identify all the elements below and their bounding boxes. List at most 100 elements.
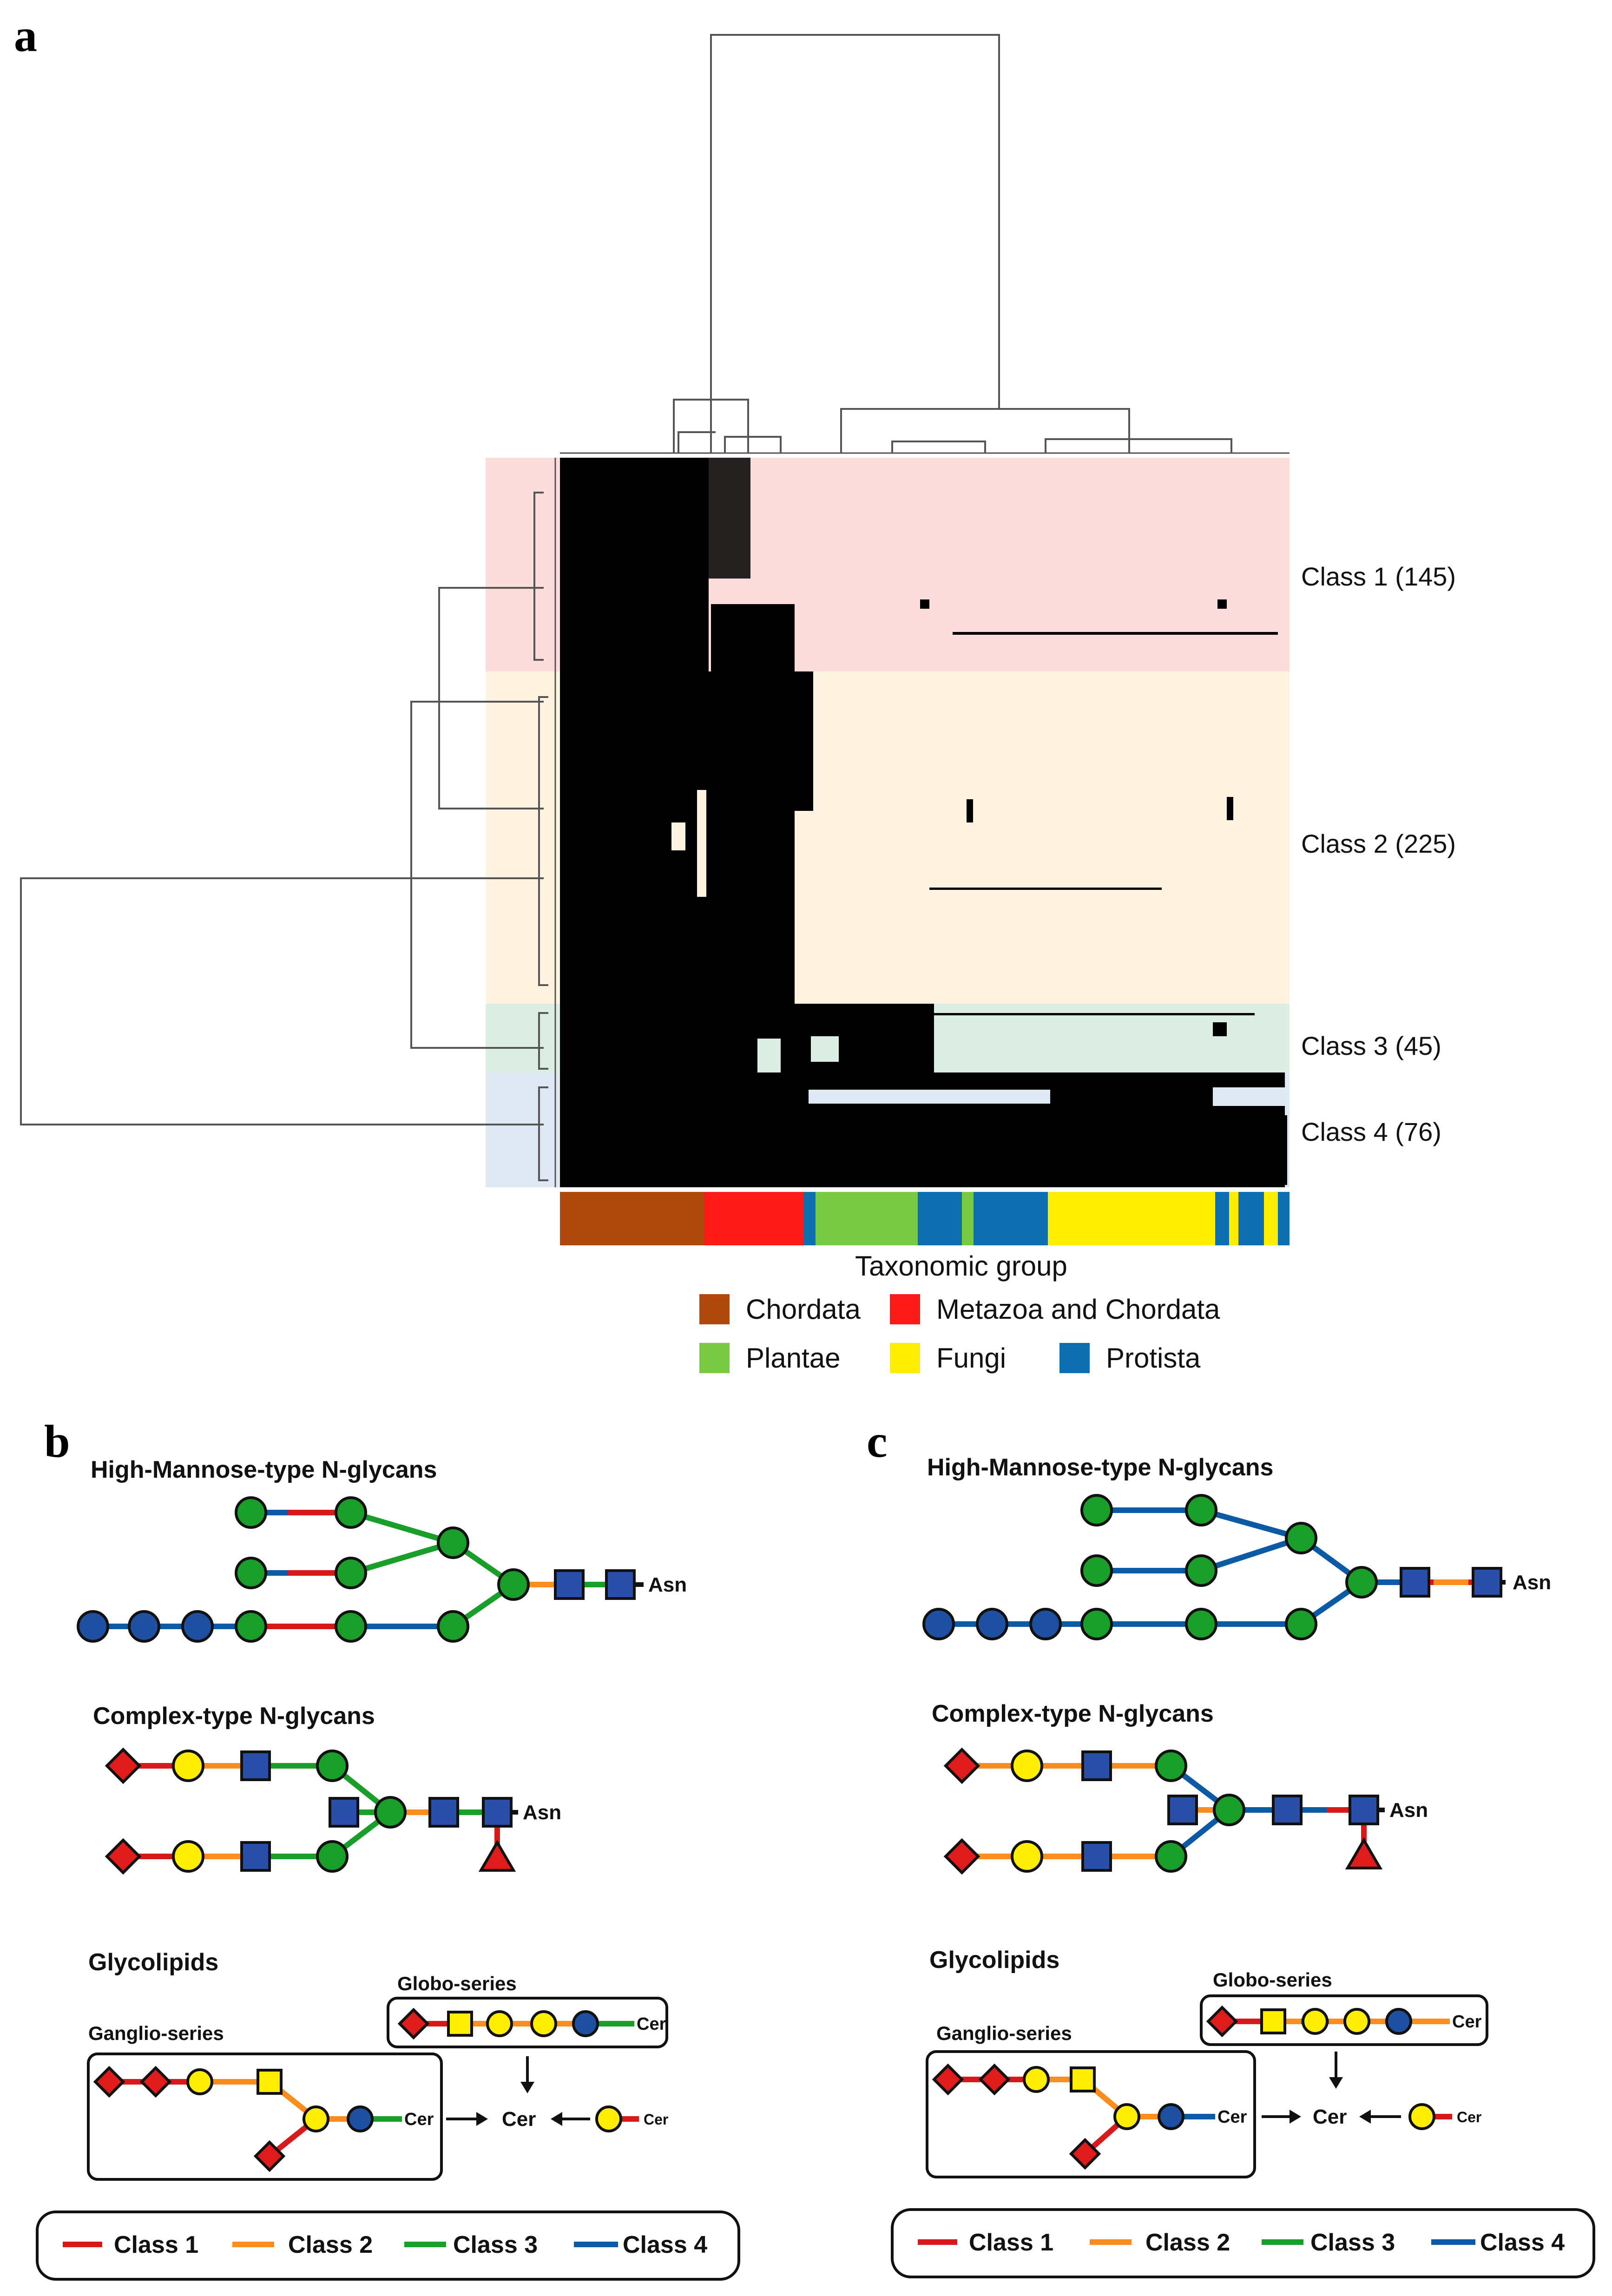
b-cer-center: Cer — [502, 2108, 536, 2131]
glcnac-icon — [605, 1569, 636, 1600]
taxonomy-metazoa — [704, 1192, 804, 1245]
legend-label-protista: Protista — [1106, 1342, 1201, 1374]
c-ganglio-cer: Cer — [1217, 2107, 1247, 2127]
taxonomy-bar — [560, 1192, 1290, 1245]
galactose-icon — [595, 2105, 622, 2132]
mannose-icon — [235, 1496, 267, 1529]
galactose-icon — [303, 2105, 329, 2132]
taxonomy-chordata — [560, 1192, 704, 1245]
taxonomy-protista-6 — [1278, 1192, 1290, 1245]
galactose-icon — [1023, 2066, 1050, 2093]
mannose-icon — [1285, 1608, 1317, 1640]
sialic-acid-icon — [978, 2063, 1011, 2096]
sialic-acid-icon — [253, 2140, 286, 2172]
c-globo-label: Globo-series — [1213, 1969, 1332, 1991]
arrow-left-icon — [551, 2112, 562, 2126]
mannose-icon — [1080, 1608, 1113, 1640]
galactose-icon — [530, 2010, 557, 2037]
heatmap-block-1b — [709, 458, 750, 579]
b-complex-title: Complex-type N-glycans — [93, 1703, 375, 1730]
mannose-icon — [1185, 1608, 1217, 1640]
galactose-icon — [1011, 1750, 1043, 1782]
b-complex-symbols — [105, 1747, 516, 1875]
fucose-icon — [1345, 1837, 1383, 1869]
heatmap-block-2b — [795, 671, 813, 811]
b-legend-label-class-1: Class 1 — [114, 2231, 198, 2258]
galnac-icon — [1070, 2066, 1096, 2092]
mannose-icon — [1155, 1750, 1187, 1782]
c-high-mannose-symbols — [922, 1494, 1502, 1640]
arrow-right-icon — [1290, 2110, 1301, 2124]
c-complex-symbols — [943, 1747, 1383, 1875]
heatmap-gap-4 — [809, 1090, 1050, 1104]
c-cer-small: Cer — [1457, 2109, 1481, 2125]
galactose-icon — [1343, 2008, 1370, 2035]
heatmap-line-2 — [929, 888, 1162, 890]
mannose-icon — [1285, 1522, 1317, 1554]
b-cer-small: Cer — [644, 2111, 668, 2128]
glucose-blue-icon — [922, 1608, 955, 1640]
b-globo-label: Globo-series — [397, 1973, 517, 1994]
galactose-icon — [172, 1750, 204, 1782]
fucose-icon — [478, 1840, 516, 1872]
mannose-icon — [316, 1840, 349, 1873]
b-globo-box — [387, 1997, 668, 2048]
b-class-legend-box — [36, 2210, 740, 2281]
b-ganglio-label: Ganglio-series — [88, 2022, 224, 2044]
mannose-icon — [1185, 1554, 1217, 1587]
galactose-icon — [1113, 2103, 1140, 2130]
heatmap-speck-3 — [1217, 599, 1227, 609]
sialic-acid-icon — [1206, 2005, 1238, 2038]
panel-b-label: b — [44, 1415, 70, 1467]
sialic-acid-icon — [105, 1838, 142, 1875]
taxonomy-protista-2 — [918, 1192, 962, 1245]
b-class-legend: Class 1 Class 2 Class 3 Class 4 — [63, 2231, 707, 2258]
glcnac-icon — [1081, 1841, 1112, 1872]
mannose-icon — [335, 1610, 367, 1643]
galactose-icon — [186, 2068, 213, 2095]
glucose-blue-icon — [572, 2010, 599, 2037]
class-2-label: Class 2 (225) — [1301, 829, 1456, 858]
mannose-icon — [374, 1796, 407, 1829]
c-cer-arrows — [1262, 2052, 1401, 2124]
sialic-acid-icon — [105, 1747, 142, 1784]
taxonomy-fungi — [1048, 1192, 1215, 1245]
galnac-icon — [1260, 2008, 1286, 2034]
heatmap-gap-2b — [697, 790, 706, 897]
heatmap-gap-4b — [1213, 1087, 1287, 1106]
mannose-icon — [235, 1557, 267, 1589]
sialic-acid-icon — [139, 2066, 172, 2098]
mannose-icon — [437, 1610, 469, 1643]
class-1-label: Class 1 (145) — [1301, 562, 1456, 591]
taxonomy-plantae — [816, 1192, 918, 1245]
heatmap-speck-4 — [920, 599, 929, 609]
mannose-icon — [316, 1750, 349, 1782]
glcnac-icon — [240, 1841, 271, 1872]
mannose-icon — [335, 1496, 367, 1529]
glcnac-icon — [482, 1797, 513, 1828]
row-dendrogram — [20, 458, 556, 1187]
c-ganglio-symbols — [932, 2063, 1184, 2170]
legend-label-plantae: Plantae — [746, 1342, 841, 1374]
galactose-icon — [172, 1840, 204, 1873]
mannose-icon — [1155, 1840, 1187, 1873]
glcnac-icon — [428, 1797, 459, 1828]
b-high-mannose-symbols — [77, 1496, 636, 1643]
c-ganglio-box — [926, 2050, 1256, 2178]
b-high-mannose-title: High-Mannose-type N-glycans — [91, 1456, 437, 1483]
heatmap-line-1 — [953, 632, 1278, 635]
mannose-icon — [1080, 1494, 1113, 1526]
c-legend-label-class-4: Class 4 — [1480, 2229, 1565, 2256]
mannose-icon — [1213, 1794, 1245, 1826]
legend-label-metazoa: Metazoa and Chordata — [936, 1294, 1220, 1325]
c-globo-box — [1200, 1994, 1488, 2046]
mannose-icon — [497, 1568, 530, 1601]
heatmap-block-1 — [560, 458, 709, 671]
legend-swatch-fungi — [890, 1343, 920, 1373]
taxonomy-protista-1 — [804, 1192, 816, 1245]
c-legend-label-class-2: Class 2 — [1145, 2229, 1230, 2256]
galactose-icon — [1408, 2103, 1435, 2130]
glucose-blue-icon — [128, 1610, 160, 1643]
panel-b: b High-Mannose-type N-glycans — [36, 1415, 740, 2281]
